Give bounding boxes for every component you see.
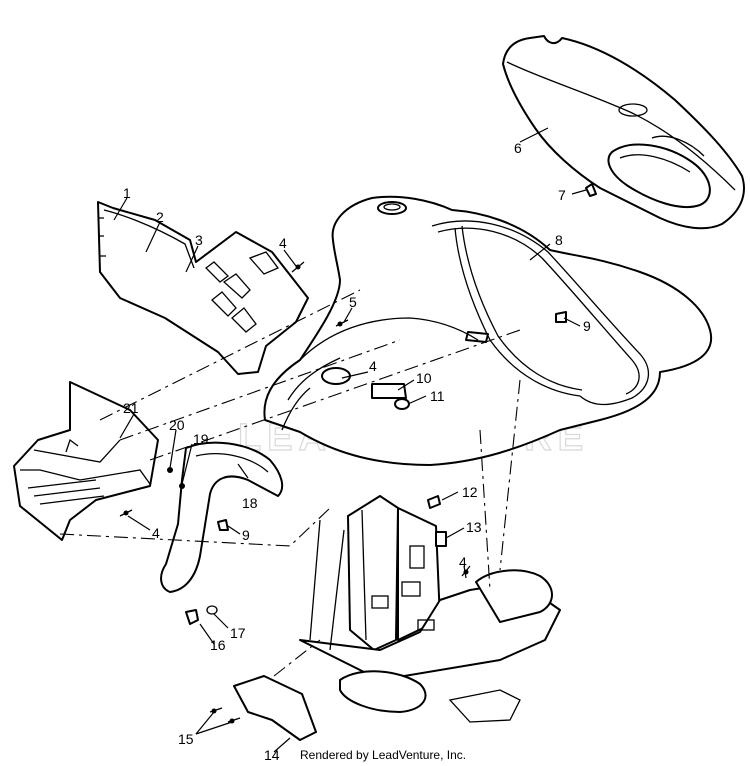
callout-5: 5 — [349, 294, 357, 310]
callout-14: 14 — [264, 747, 280, 763]
callout-18: 18 — [242, 495, 258, 511]
part-7-clip — [585, 183, 597, 197]
callout-12: 12 — [462, 484, 478, 500]
part-13-clip — [435, 531, 447, 547]
part-12-nut — [427, 495, 441, 509]
callout-1: 1 — [123, 185, 131, 201]
part-9-clip-b — [217, 519, 229, 531]
callout-15: 15 — [178, 731, 194, 747]
callout-21: 21 — [123, 400, 139, 416]
callout-9: 9 — [583, 318, 591, 334]
callout-4: 4 — [459, 554, 467, 570]
callout-13: 13 — [466, 519, 482, 535]
render-credit: Rendered by LeadVenture, Inc. — [300, 748, 467, 762]
part-8-body-shell — [263, 195, 713, 466]
part-14-guard — [233, 675, 317, 741]
part-9-clip-a — [555, 311, 567, 323]
callout-2: 2 — [156, 209, 164, 225]
callout-17: 17 — [230, 625, 246, 641]
callout-10: 10 — [416, 370, 432, 386]
part-11-grommet — [394, 398, 410, 410]
callout-4: 4 — [279, 235, 287, 251]
callout-6: 6 — [514, 140, 522, 156]
callout-16: 16 — [210, 637, 226, 653]
part-6-seat — [502, 35, 745, 230]
callout-4: 4 — [369, 358, 377, 374]
callout-8: 8 — [555, 232, 563, 248]
callout-11: 11 — [430, 388, 445, 404]
part-10-bracket — [371, 383, 407, 399]
assembly-lines — [59, 289, 521, 677]
callout-labels: 1 2 3 4 5 4 6 7 8 9 10 11 12 13 4 21 19 … — [123, 140, 591, 763]
callout-7: 7 — [558, 187, 566, 203]
part-4-grommet — [321, 367, 351, 385]
callout-4: 4 — [152, 525, 160, 541]
callout-20: 20 — [169, 417, 185, 433]
callout-19: 19 — [193, 431, 209, 447]
callout-9: 9 — [242, 527, 250, 543]
callout-3: 3 — [195, 232, 203, 248]
part-21-footwell — [13, 381, 159, 541]
part-18-fender — [160, 441, 284, 593]
leader-lines — [113, 127, 587, 753]
frame-assembly — [299, 495, 561, 723]
part-1-3-side-panel — [97, 201, 309, 375]
